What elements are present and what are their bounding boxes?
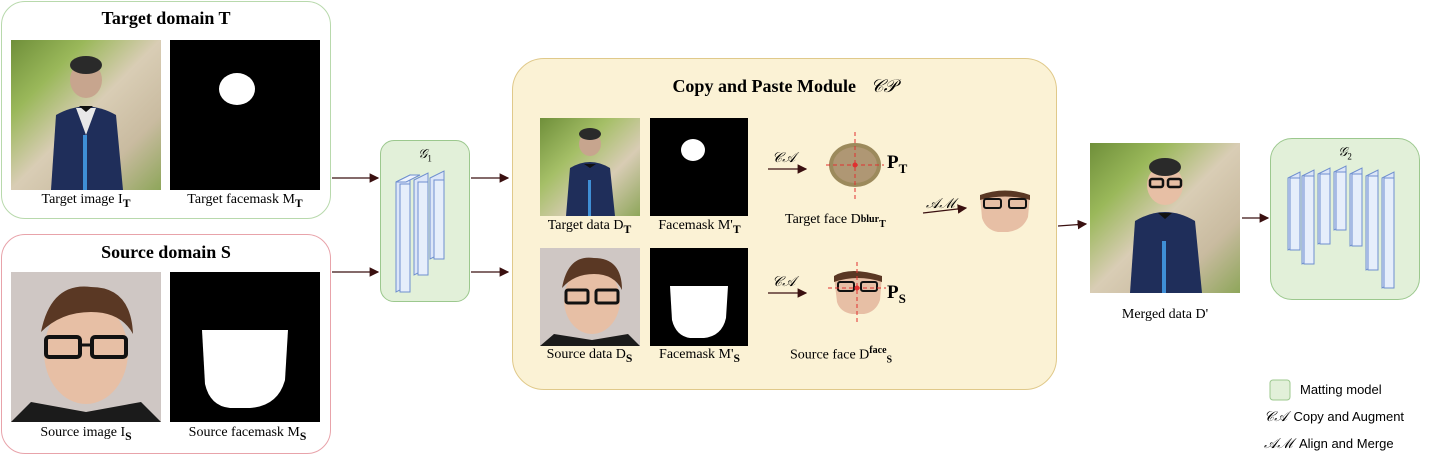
target-facemask-caption: Target facemask MT bbox=[187, 192, 303, 210]
target-facemask-data-caption: Facemask M'T bbox=[658, 218, 741, 236]
source-face-crop bbox=[828, 262, 886, 322]
legend-matting-swatch bbox=[1269, 379, 1291, 401]
merged-data-image bbox=[1090, 143, 1240, 293]
g1-network-blocks bbox=[395, 170, 445, 293]
target-facemask bbox=[170, 40, 320, 190]
ca-label-top: 𝒞𝒜 bbox=[772, 150, 796, 166]
am-label: 𝒜ℳ bbox=[926, 196, 955, 212]
source-facemask bbox=[170, 272, 320, 422]
source-facemask-caption: Source facemask MS bbox=[188, 425, 307, 443]
legend-item-matting: Matting model bbox=[1300, 382, 1382, 397]
g1-label: 𝒢1 bbox=[418, 146, 432, 164]
source-data-facemask bbox=[650, 248, 748, 346]
target-data-caption: Target data DT bbox=[547, 218, 632, 236]
target-domain-title: Target domain T bbox=[101, 8, 231, 28]
cp-module-title: Copy and Paste Module 𝒞𝒫 bbox=[672, 76, 897, 97]
arrow-am bbox=[922, 204, 968, 214]
g2-label: 𝒢2 bbox=[1338, 144, 1352, 162]
target-data-facemask bbox=[650, 118, 748, 216]
source-face-caption: Source face DfaceS bbox=[790, 345, 893, 366]
source-facemask-data-caption: Facemask M'S bbox=[659, 347, 740, 365]
source-image-caption: Source image IS bbox=[40, 425, 132, 443]
ca-label-bottom: 𝒞𝒜 bbox=[772, 274, 796, 290]
source-face-figure bbox=[11, 272, 161, 422]
target-face-blur bbox=[826, 132, 884, 200]
pt-label: PT bbox=[887, 152, 908, 176]
merged-data-caption: Merged data D' bbox=[1121, 307, 1209, 322]
source-domain-title: Source domain S bbox=[101, 242, 231, 262]
target-image-caption: Target image IT bbox=[41, 192, 131, 210]
source-data-image bbox=[540, 248, 640, 346]
aligned-face bbox=[980, 190, 1030, 232]
source-image bbox=[11, 272, 161, 422]
target-data-image bbox=[540, 118, 640, 216]
target-child-figure bbox=[51, 56, 123, 190]
ps-label: PS bbox=[887, 282, 906, 306]
source-data-caption: Source data DS bbox=[546, 347, 633, 365]
target-image bbox=[11, 40, 161, 190]
arrow-cp-to-merged bbox=[1057, 219, 1088, 230]
g2-network-blocks bbox=[1287, 165, 1395, 289]
